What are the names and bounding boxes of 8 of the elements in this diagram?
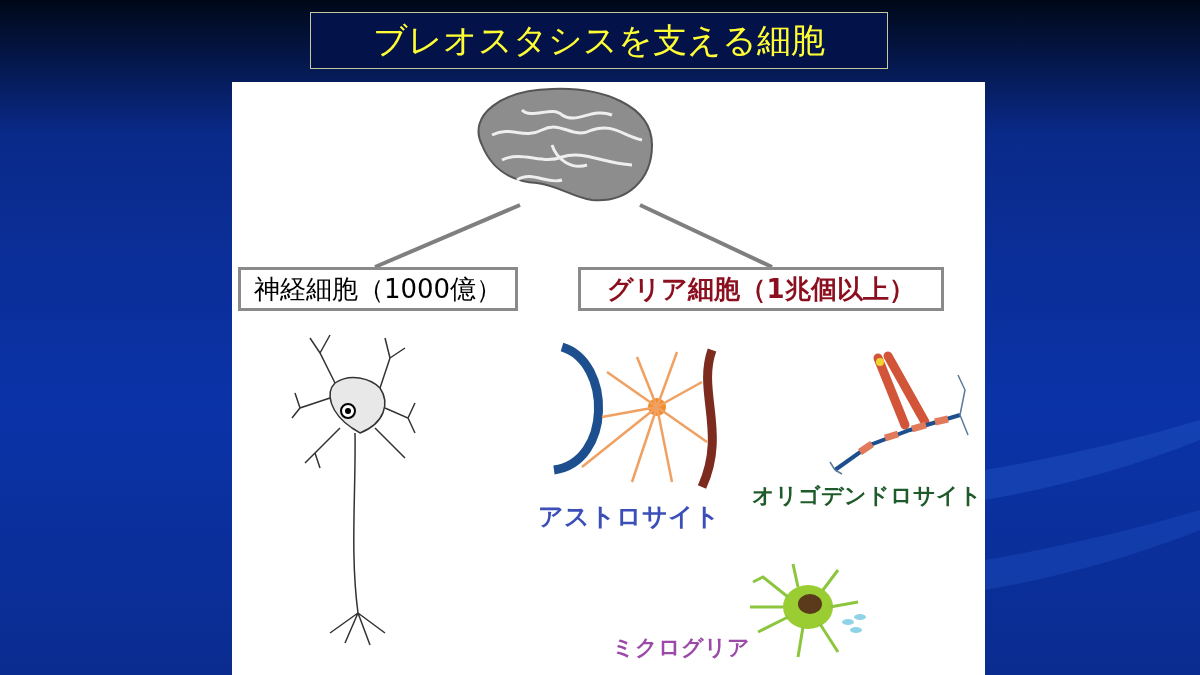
cell-type-label: ミクログリア bbox=[612, 634, 750, 662]
connector-line bbox=[639, 203, 773, 269]
connector-line bbox=[374, 203, 521, 269]
cell-type-label: オリゴデンドロサイト bbox=[752, 482, 982, 510]
slide-title: ブレオスタシスを支える細胞 bbox=[310, 12, 888, 69]
cell-type-label: アストロサイト bbox=[538, 501, 720, 533]
neuron-label-box: 神経細胞（1000億） bbox=[238, 267, 518, 311]
glia-label-box: グリア細胞（1兆個以上） bbox=[578, 267, 944, 311]
